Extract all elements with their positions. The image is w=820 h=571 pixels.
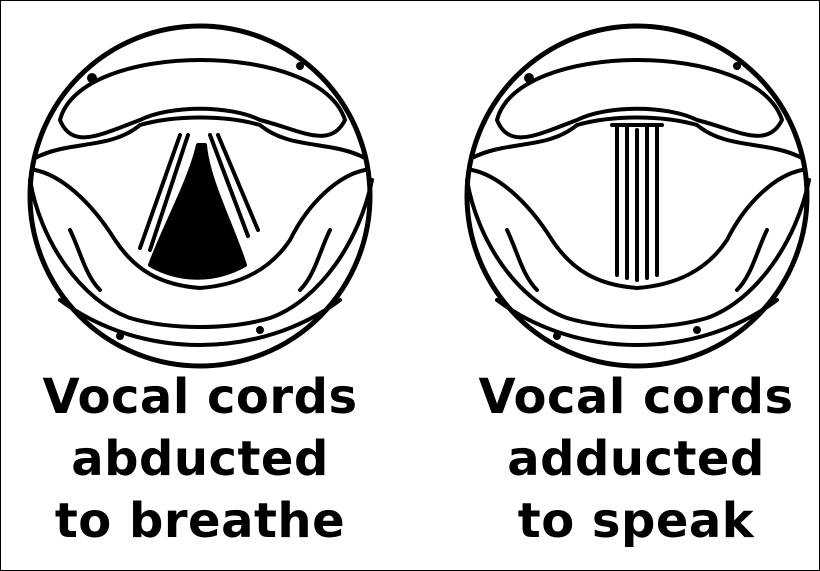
epiglottis: [60, 60, 345, 137]
arytenoid-left: [507, 230, 537, 290]
caption-line: Vocal cords: [20, 366, 380, 428]
larynx-view-adducted: [467, 26, 809, 366]
larynx-view-abducted: [30, 26, 372, 366]
caption-line: adducted: [456, 428, 816, 490]
caption-adducted: Vocal cords adducted to speak: [456, 366, 816, 552]
pharynx-line: [497, 300, 777, 345]
arytenoid-left: [70, 230, 100, 290]
pharynx-line: [60, 300, 340, 345]
caption-line: abducted: [20, 428, 380, 490]
caption-line: to breathe: [20, 490, 380, 552]
caption-line: to speak: [456, 490, 816, 552]
arytenoid-right: [300, 230, 330, 290]
caption-abducted: Vocal cords abducted to breathe: [20, 366, 380, 552]
caption-line: Vocal cords: [456, 366, 816, 428]
arytenoid-right: [737, 230, 767, 290]
